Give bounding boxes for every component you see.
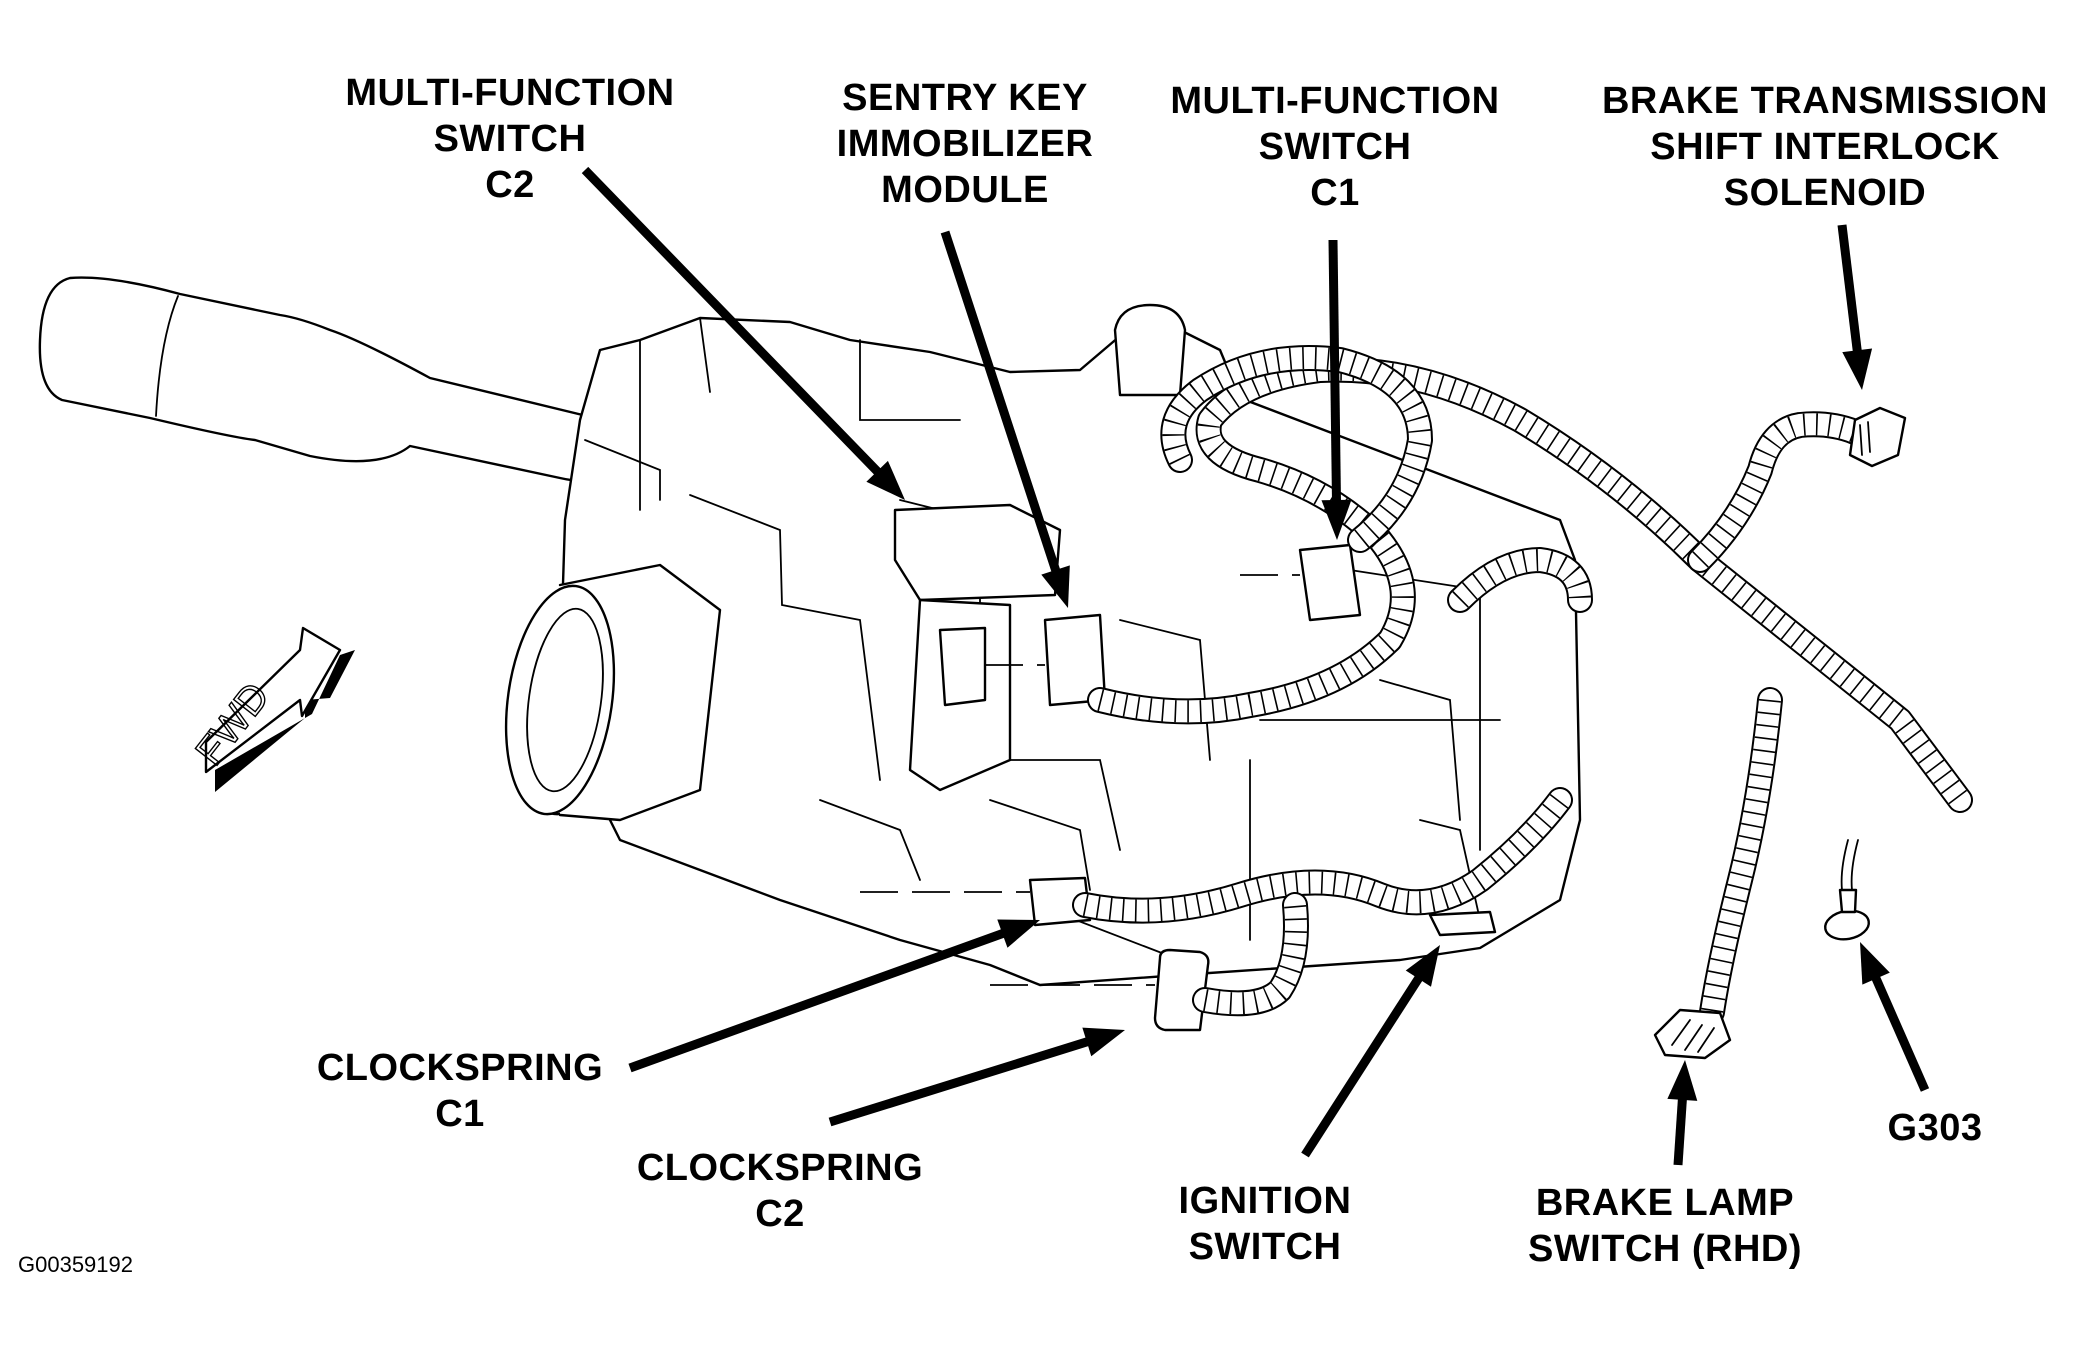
figure-id: G00359192	[18, 1252, 133, 1277]
g303-ground-eyelet	[1823, 839, 1871, 941]
harness-upper-loop	[1160, 345, 1433, 553]
label-g303: G303	[1887, 1107, 1983, 1149]
arrowhead-icon	[1041, 565, 1070, 608]
label-multifunction-switch-c1: MULTI-FUNCTION SWITCH C1	[1170, 80, 1500, 214]
callout-arrows	[581, 166, 1930, 1166]
arrowhead-icon	[1860, 942, 1890, 985]
arrowhead-icon	[1082, 1027, 1125, 1057]
harness-brake-lamp-branch	[1699, 687, 1783, 1025]
fwd-direction-arrow: FWD	[187, 626, 355, 792]
harness-clockspring-c2	[1192, 892, 1309, 1017]
callout-arrow-sentry-key-immobilizer	[940, 230, 1070, 608]
label-clockspring-c2: CLOCKSPRING C2	[636, 1147, 924, 1235]
arrowhead-icon	[997, 919, 1040, 948]
label-ignition-switch: IGNITION SWITCH	[1178, 1180, 1352, 1268]
wiring-harness	[1072, 345, 1973, 1025]
callout-arrow-btsi-solenoid	[1837, 224, 1873, 390]
callout-arrow-clockspring-c2	[828, 1027, 1125, 1127]
harness-main-loop	[1087, 356, 1973, 813]
callout-arrow-g303	[1860, 942, 1930, 1092]
label-brake-transmission-shift-interlock-solenoid: BRAKE TRANSMISSION SHIFT INTERLOCK SOLEN…	[1601, 80, 2049, 214]
label-brake-lamp-switch-rhd: BRAKE LAMP SWITCH (RHD)	[1527, 1182, 1803, 1270]
ignition-lock-cylinder	[504, 563, 722, 822]
btsi-connector	[1848, 406, 1907, 468]
callout-arrow-multifunction-switch-c2	[581, 166, 905, 500]
arrowhead-icon	[1842, 348, 1873, 390]
harness-lower	[1072, 787, 1573, 924]
arrowhead-icon	[1667, 1060, 1698, 1101]
label-sentry-key-immobilizer-module: SENTRY KEY IMMOBILIZER MODULE	[836, 77, 1094, 211]
callout-arrow-clockspring-c1	[628, 919, 1040, 1073]
callout-arrow-brake-lamp-switch	[1667, 1060, 1698, 1166]
arrowhead-icon	[866, 460, 905, 500]
brake-lamp-switch-connector	[1653, 1008, 1732, 1060]
callout-arrow-ignition-switch	[1301, 945, 1440, 1158]
arrowhead-icon	[1405, 945, 1440, 987]
label-multifunction-switch-c2: MULTI-FUNCTION SWITCH C2	[345, 72, 675, 206]
callout-arrow-multifunction-switch-c1	[1321, 239, 1352, 540]
arrowhead-icon	[1321, 499, 1352, 540]
harness-center-coil	[1447, 547, 1593, 613]
multifunction-stalk	[38, 276, 617, 482]
harness-btsi-branch	[1687, 411, 1868, 573]
label-clockspring-c1: CLOCKSPRING C1	[316, 1047, 604, 1135]
